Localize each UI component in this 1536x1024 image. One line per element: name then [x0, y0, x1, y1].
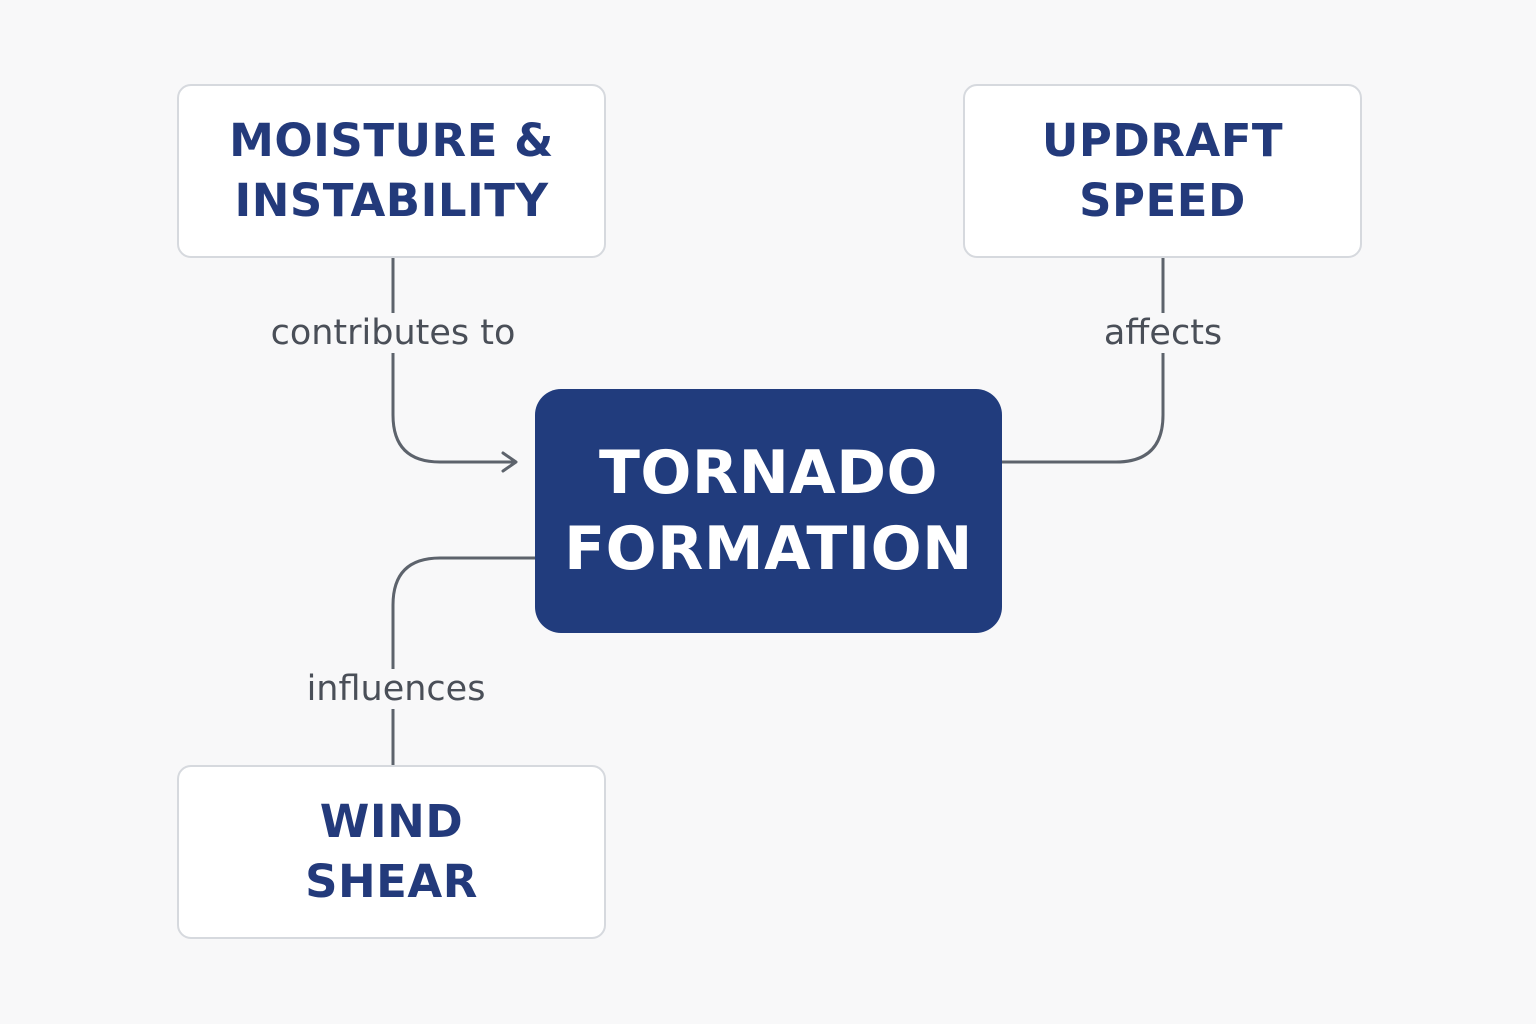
edge-label-affects: affects [1097, 313, 1229, 353]
node-updraft-line1: UPDRAFT [1041, 114, 1284, 167]
node-updraft-speed[interactable]: UPDRAFT SPEED [963, 84, 1362, 258]
node-moisture-instability[interactable]: MOISTURE & INSTABILITY [177, 84, 606, 258]
node-wind-shear[interactable]: WIND SHEAR [177, 765, 606, 939]
node-center-line2: FORMATION [564, 514, 973, 584]
edge-label-influences: influences [300, 669, 492, 709]
connector-wind-to-center [391, 556, 538, 767]
node-updraft-line2: SPEED [1079, 174, 1246, 227]
node-tornado-formation[interactable]: TORNADO FORMATION [535, 389, 1002, 633]
node-wind-line2: SHEAR [305, 855, 478, 908]
node-center-line1: TORNADO [598, 438, 939, 508]
node-moisture-line2: INSTABILITY [234, 174, 549, 227]
connector-moisture-to-center [391, 256, 516, 464]
connector-updraft-to-center [1000, 256, 1165, 464]
node-wind-line1: WIND [319, 795, 464, 848]
node-moisture-line1: MOISTURE & [229, 114, 554, 167]
edge-label-contributes-to: contributes to [264, 313, 522, 353]
arrowhead-icon [501, 451, 518, 473]
